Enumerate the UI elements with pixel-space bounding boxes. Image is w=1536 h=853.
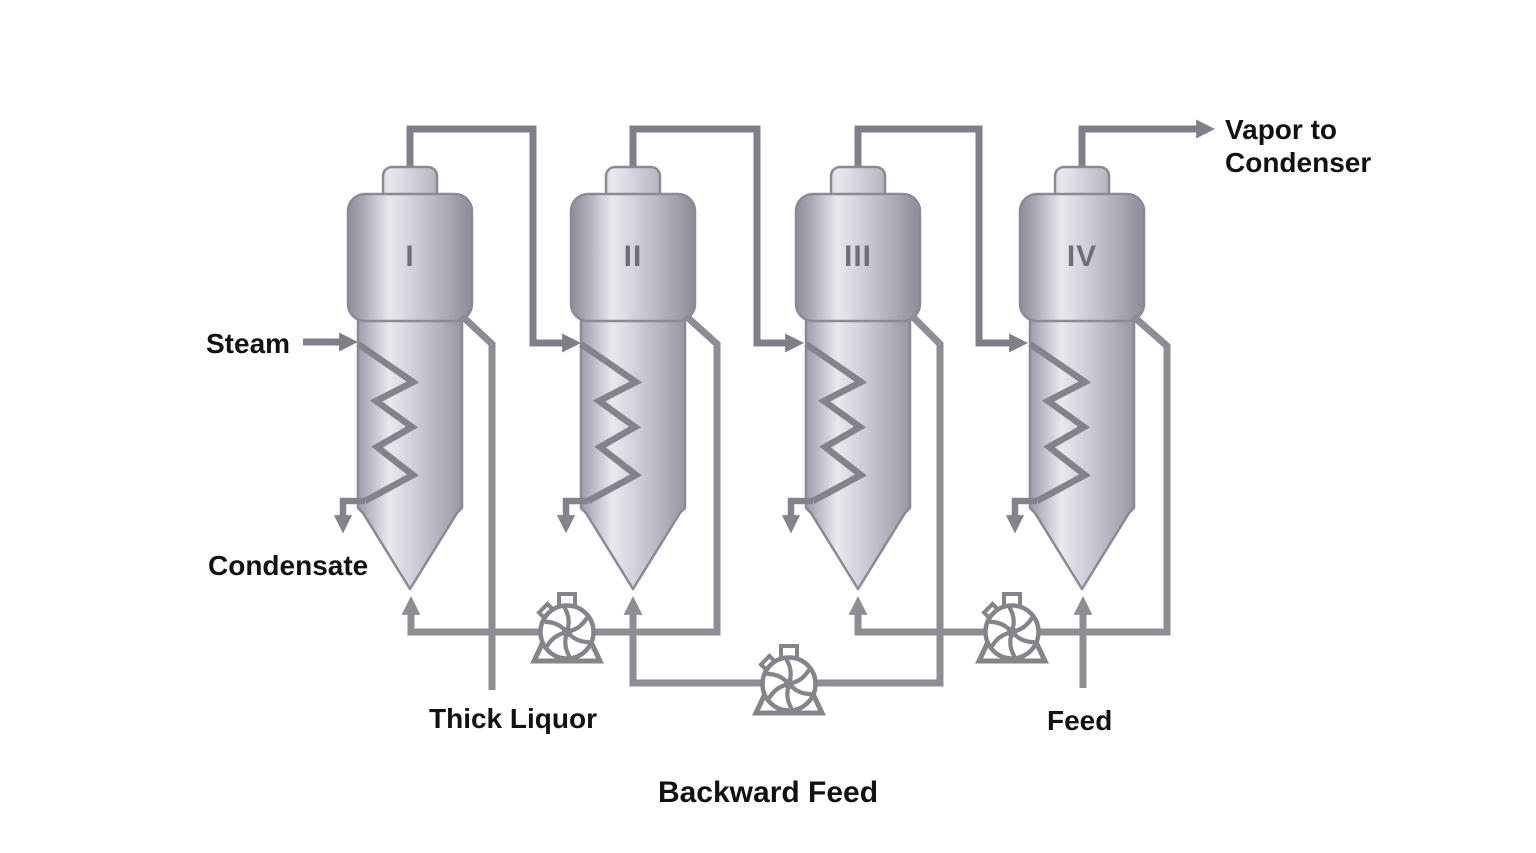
evaporator-vessel-3 xyxy=(791,167,920,589)
evaporator-4-label: IV xyxy=(1067,240,1097,273)
vapor-to-condenser-label: Vapor to Condenser xyxy=(1225,114,1372,179)
evaporator-1-label: I xyxy=(405,240,414,273)
pump-icon xyxy=(756,646,822,713)
evaporator-vessel-4 xyxy=(1015,167,1144,589)
liquor-pipe-4-to-3 xyxy=(848,313,1171,636)
pump-icon xyxy=(979,594,1045,661)
liquor-pipe-2-to-1 xyxy=(401,313,721,636)
liquor-pipes xyxy=(401,313,1171,690)
diagram-title: Backward Feed xyxy=(657,776,879,809)
vapor-pipe-2-to-3 xyxy=(629,125,805,353)
condensate-label: Condensate xyxy=(208,550,369,581)
evaporator-3-label: III xyxy=(844,240,872,273)
pump-icon xyxy=(534,594,600,661)
vapor-pipe-to-condenser xyxy=(1078,119,1216,174)
vapor-pipe-3-to-4 xyxy=(854,125,1029,353)
steam-label: Steam xyxy=(206,328,291,359)
vapor-pipes xyxy=(303,119,1216,353)
evaporator-2-label: II xyxy=(624,240,643,273)
thick-liquor-pipe xyxy=(459,313,496,690)
evaporator-vessel-2 xyxy=(566,167,695,589)
vapor-pipe-1-to-2 xyxy=(406,125,582,353)
liquor-pipe-3-to-2 xyxy=(623,313,944,687)
thick-liquor-label: Thick Liquor xyxy=(429,703,597,734)
evaporator-vessel-1 xyxy=(343,167,472,589)
feed-label: Feed xyxy=(1047,705,1113,736)
